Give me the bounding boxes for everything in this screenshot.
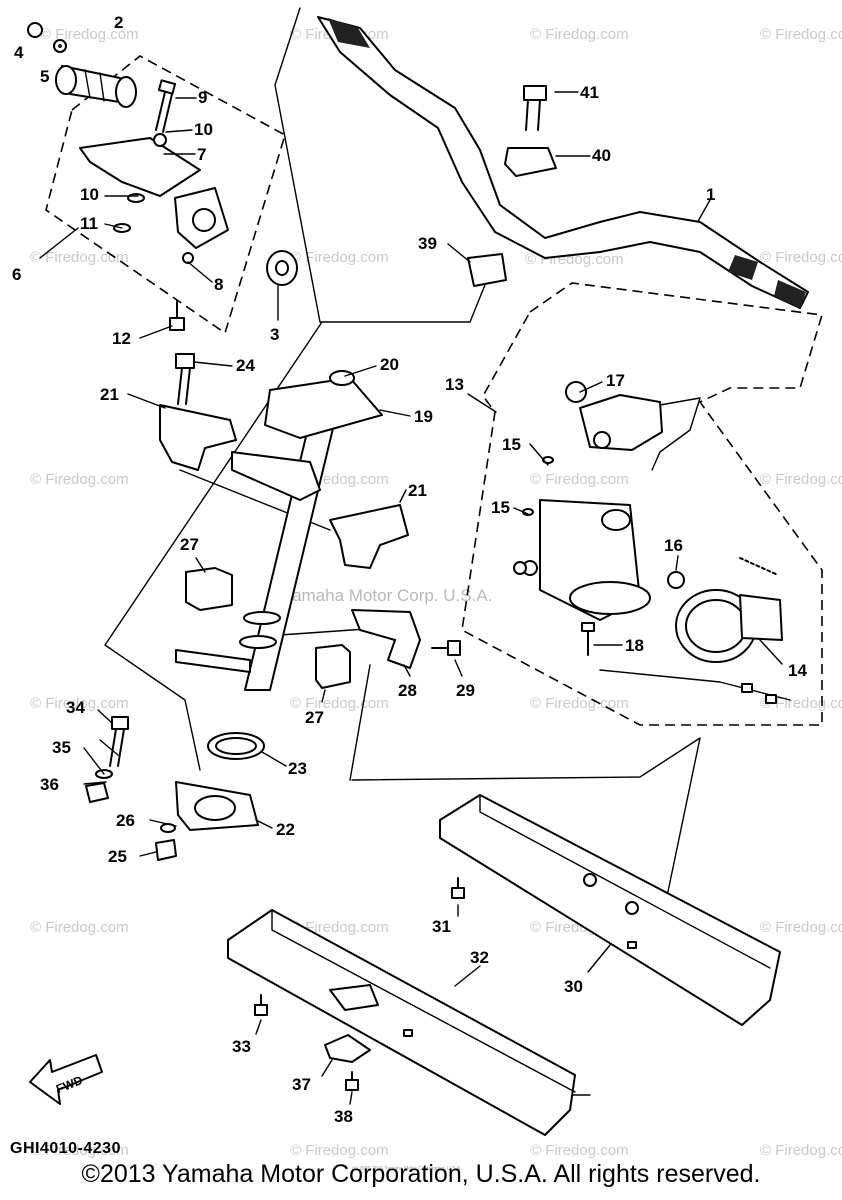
- watermark: © Firedog.com: [290, 1142, 389, 1159]
- grip-and-throttle-hardware: [27, 22, 298, 331]
- callout-number: 6: [12, 265, 21, 284]
- callout-number: 40: [592, 146, 611, 165]
- callout-number: 21: [408, 481, 427, 500]
- callout-number: 18: [625, 636, 644, 655]
- callout-number: 29: [456, 681, 475, 700]
- throttle-group-box: [45, 55, 286, 335]
- callout-number: 10: [194, 120, 213, 139]
- watermark: © Firedog.com: [290, 249, 389, 266]
- callout-number: 28: [398, 681, 417, 700]
- callout-number: 35: [52, 738, 71, 757]
- callout-number: 30: [564, 977, 583, 996]
- callout-number: 14: [788, 661, 807, 680]
- watermark: © Firedog.com: [30, 919, 129, 936]
- callout-leaders: [83, 91, 783, 1105]
- start-switch-assembly: [513, 381, 791, 704]
- watermark: © Firedog.com: [530, 1142, 629, 1159]
- callout-number: 12: [112, 329, 131, 348]
- callout-number: 31: [432, 917, 451, 936]
- callout-number: 16: [664, 536, 683, 555]
- watermark: © Firedog.com: [30, 471, 129, 488]
- center-watermark: Yamaha Motor Corp. U.S.A.: [282, 586, 492, 605]
- start-switch-group-box: [461, 282, 824, 726]
- watermark: © Firedog.com: [40, 26, 139, 43]
- callout-number: 17: [606, 371, 625, 390]
- callout-number: 10: [80, 185, 99, 204]
- callout-number: 34: [66, 698, 85, 717]
- callout-number: 22: [276, 820, 295, 839]
- steering-column: [159, 353, 409, 691]
- watermark: © Firedog.com: [760, 471, 842, 488]
- watermark: © Firedog.com: [530, 471, 629, 488]
- callout-number: 19: [414, 407, 433, 426]
- callout-number: 27: [305, 708, 324, 727]
- watermark: © Firedog.com: [760, 1142, 842, 1159]
- mounting-plate-32: [227, 909, 576, 1136]
- mounting-plate-30: [439, 794, 781, 1026]
- callout-number: 26: [116, 811, 135, 830]
- callout-number: 7: [197, 145, 206, 164]
- callout-number: 9: [198, 88, 207, 107]
- callout-number: 15: [491, 498, 510, 517]
- callout-number: 21: [100, 385, 119, 404]
- fwd-direction-arrow: FWD: [29, 1054, 103, 1105]
- callout-number: 25: [108, 847, 127, 866]
- callout-number: 11: [80, 214, 98, 233]
- callout-number: 20: [380, 355, 399, 374]
- handlebar-clamp: [467, 85, 557, 287]
- callout-number: 27: [180, 535, 199, 554]
- callout-number: 38: [334, 1107, 353, 1126]
- watermark: © Firedog.com: [530, 26, 629, 43]
- callout-number: 36: [40, 775, 59, 794]
- callout-number: 1: [706, 185, 715, 204]
- watermark: © Firedog.com: [30, 249, 129, 266]
- callout-number: 32: [470, 948, 489, 967]
- watermark-layer: © Firedog.com © Firedog.com © Firedog.co…: [30, 26, 842, 1159]
- callout-number: 15: [502, 435, 521, 454]
- callout-number: 41: [580, 83, 599, 102]
- callout-number: 8: [214, 275, 223, 294]
- callout-number: 24: [236, 356, 255, 375]
- callout-number: 13: [445, 375, 464, 394]
- callout-number: 33: [232, 1037, 251, 1056]
- watermark: © Firedog.com: [760, 26, 842, 43]
- callout-number: 37: [292, 1075, 311, 1094]
- part-code: GHI4010-4230: [10, 1140, 121, 1157]
- tiny-print: (c) 2003-2016 Yamaha Motor Corporation, …: [352, 1166, 462, 1172]
- callout-number: 3: [270, 325, 279, 344]
- callout-number: 2: [114, 13, 123, 32]
- callout-numbers: 1 2 3 4 5 6 7 8 9 10 10 11 12 13 14 15 1…: [12, 13, 807, 1126]
- callout-number: 4: [14, 43, 24, 62]
- callout-number: 5: [40, 67, 49, 86]
- handlebar: [317, 16, 809, 309]
- copyright-notice: ©2013 Yamaha Motor Corporation, U.S.A. A…: [81, 1160, 761, 1188]
- callout-number: 39: [418, 234, 437, 253]
- watermark: © Firedog.com: [760, 249, 842, 266]
- watermark: © Firedog.com: [30, 695, 129, 712]
- watermark: © Firedog.com: [530, 695, 629, 712]
- left-hardware: [85, 716, 177, 861]
- watermark: © Firedog.com: [290, 919, 389, 936]
- lower-clamps: [175, 567, 461, 831]
- watermark: © Firedog.com: [760, 919, 842, 936]
- callout-number: 23: [288, 759, 307, 778]
- watermark: © Firedog.com: [30, 1142, 129, 1159]
- leader-lines: [39, 7, 711, 1096]
